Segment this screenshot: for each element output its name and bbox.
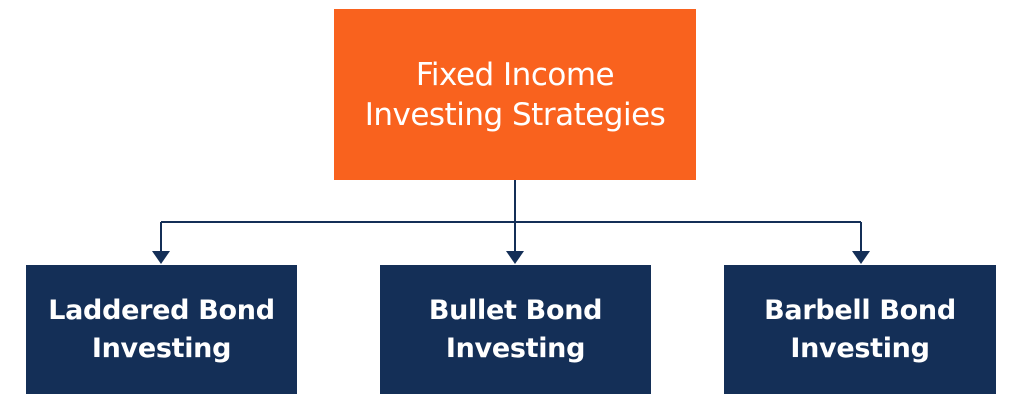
child-node-laddered-bond: Laddered Bond Investing [26, 265, 297, 394]
root-node-fixed-income-strategies: Fixed Income Investing Strategies [334, 9, 696, 180]
arrowhead-icon [852, 251, 870, 264]
root-label-line1: Fixed Income [415, 56, 615, 93]
child-node-barbell-bond: Barbell Bond Investing [724, 265, 996, 394]
child-label-line2: Investing [91, 332, 232, 364]
child-label-line1: Barbell Bond [764, 294, 956, 326]
arrowhead-icon [152, 251, 170, 264]
child-label-line2: Investing [445, 332, 586, 364]
child-label-line1: Bullet Bond [428, 294, 603, 326]
child-label-line2: Investing [790, 332, 930, 364]
arrowhead-icon [506, 251, 524, 264]
root-label-line2: Investing Strategies [364, 96, 666, 133]
child-node-bullet-bond: Bullet Bond Investing [380, 265, 651, 394]
child-label-line1: Laddered Bond [48, 294, 275, 326]
